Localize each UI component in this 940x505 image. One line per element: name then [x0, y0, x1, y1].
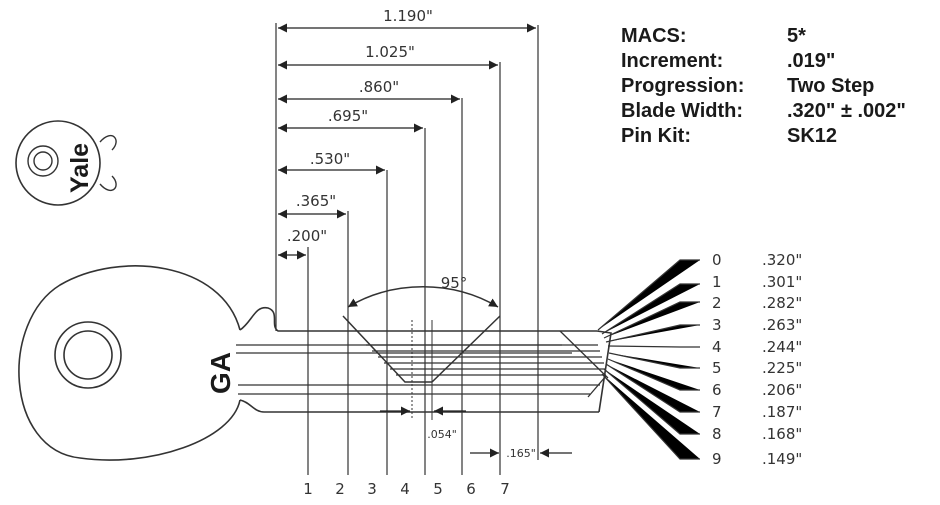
depth-number: 9: [712, 450, 722, 468]
spec-row-pin-kit: Pin Kit: SK12: [621, 124, 906, 149]
depth-number: 6: [712, 381, 722, 399]
spacing-label-6: 1.025": [365, 43, 415, 61]
spec-label: MACS:: [621, 25, 687, 47]
depth-value: .206": [762, 381, 802, 399]
depth-table: 0 1 2 3 4 5 6 7 8 9 .320" .301" .282" .2…: [712, 251, 802, 468]
spec-value: .320" ± .002": [787, 100, 906, 122]
keyway-label: GA: [205, 352, 236, 394]
cut-number: 3: [367, 480, 377, 498]
cut-number: 2: [335, 480, 345, 498]
depth-value: .244": [762, 338, 802, 356]
flat-width-label: .054": [427, 428, 457, 441]
depth-value: .301": [762, 273, 802, 291]
spec-value: 5*: [787, 25, 806, 47]
cut-number: 7: [500, 480, 510, 498]
spec-value: SK12: [787, 125, 838, 147]
depth-value: .168": [762, 425, 802, 443]
depth-number: 0: [712, 251, 722, 269]
depth-value: .187": [762, 403, 802, 421]
cut-angle: [342, 286, 501, 420]
dimension-arrows: [278, 23, 572, 458]
spacing-label-3: .530": [310, 150, 350, 168]
cut-number: 6: [466, 480, 476, 498]
depth-number: 5: [712, 359, 722, 377]
depth-number: 8: [712, 425, 722, 443]
spacing-label-7: 1.190": [383, 7, 433, 25]
cut-position-numbers: 1 2 3 4 5 6 7: [303, 480, 510, 498]
spacing-label-2: .365": [296, 192, 336, 210]
spec-value: .019": [787, 50, 836, 72]
depth-value: .225": [762, 359, 802, 377]
specs-table: MACS: 5* Increment: .019" Progression: T…: [621, 24, 906, 149]
spacing-label-5: .860": [359, 78, 399, 96]
spec-label: Pin Kit:: [621, 125, 691, 147]
cut-number: 1: [303, 480, 313, 498]
spec-label: Blade Width:: [621, 100, 744, 122]
depth-value: .263": [762, 316, 802, 334]
spec-label: Increment:: [621, 50, 724, 72]
cut-number: 5: [433, 480, 443, 498]
depth-value: .320": [762, 251, 802, 269]
angle-label: 95°: [441, 274, 468, 292]
depth-lines: [366, 259, 700, 460]
brand-logo: Yale: [66, 143, 94, 193]
spec-value: Two Step: [787, 75, 875, 97]
depth-number: 7: [712, 403, 722, 421]
spec-row-macs: MACS: 5*: [621, 24, 906, 49]
tip-length-label: .165": [506, 447, 536, 460]
spec-label: Progression:: [621, 75, 745, 97]
cut-position-lines: [275, 23, 539, 475]
spec-row-increment: Increment: .019": [621, 49, 906, 74]
depth-number: 3: [712, 316, 722, 334]
depth-number: 4: [712, 338, 722, 356]
depth-value: .149": [762, 450, 802, 468]
spacing-label-4: .695": [328, 107, 368, 125]
spec-row-progression: Progression: Two Step: [621, 74, 906, 99]
depth-value: .282": [762, 294, 802, 312]
yale-key-icon: Yale: [15, 120, 117, 206]
cut-number: 4: [400, 480, 410, 498]
depth-number: 2: [712, 294, 722, 312]
spacing-label-1: .200": [287, 227, 327, 245]
depth-number: 1: [712, 273, 722, 291]
spec-row-blade-width: Blade Width: .320" ± .002": [621, 99, 906, 124]
